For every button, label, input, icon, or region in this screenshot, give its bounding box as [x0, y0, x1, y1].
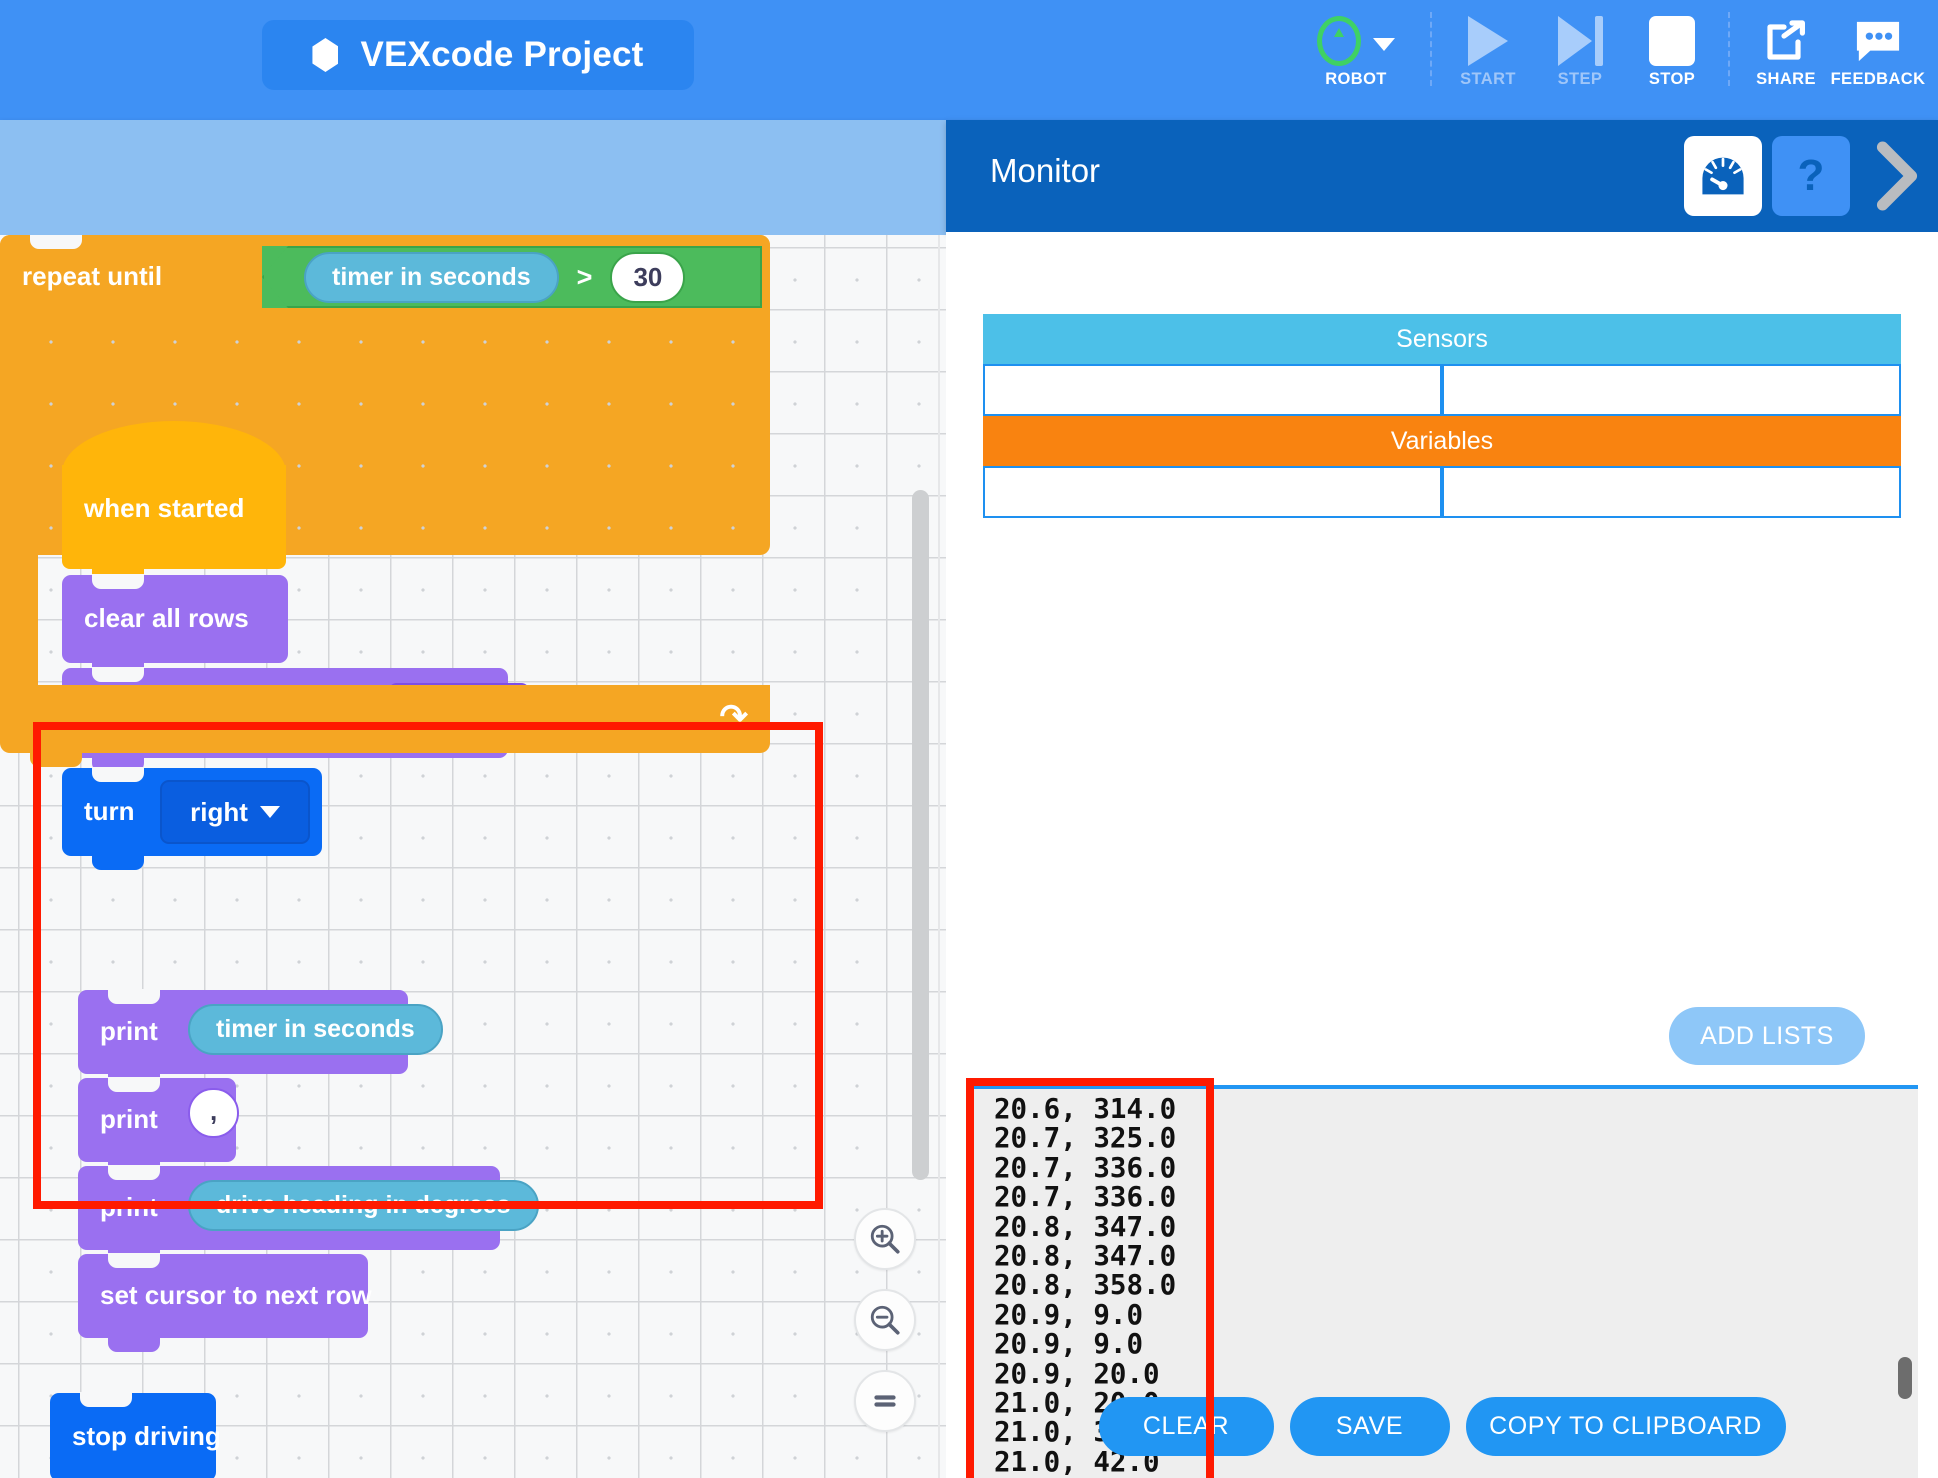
repeat-until-left-arm — [0, 319, 38, 685]
block-print-timer[interactable]: print timer in seconds — [78, 989, 443, 1088]
sensors-variables-table: Sensors Variables — [983, 314, 1901, 518]
step-label: STEP — [1557, 70, 1603, 88]
monitor-body: Sensors Variables ADD LISTS 20.6, 314.0 … — [946, 232, 1938, 1478]
robot-status-icon — [1317, 16, 1361, 66]
variables-header: Variables — [983, 416, 1901, 466]
turn-direction-value: right — [190, 796, 248, 827]
block-stop-driving-label: stop driving — [72, 1421, 221, 1451]
block-print3-label: print — [100, 1192, 158, 1222]
save-button[interactable]: SAVE — [1289, 1397, 1450, 1456]
operator-symbol: > — [576, 261, 593, 292]
zoom-controls — [854, 1208, 916, 1432]
sensors-header: Sensors — [983, 314, 1901, 364]
project-title: VEXcode Project — [360, 35, 644, 74]
toolbar-divider-2 — [1728, 12, 1730, 86]
app-header: VEXcode Project ROBOT START — [0, 0, 1938, 120]
reporter-drive-heading[interactable]: drive heading in degrees — [188, 1180, 539, 1231]
block-print2-label: print — [100, 1104, 158, 1134]
block-palette-strip[interactable] — [0, 120, 946, 235]
robot-label: ROBOT — [1325, 70, 1387, 88]
monitor-collapse-button[interactable] — [1860, 136, 1934, 216]
block-workspace: when started clear all rows set print pr… — [0, 120, 946, 1478]
zoom-reset-button[interactable] — [854, 1370, 916, 1432]
chevron-right-icon — [1876, 141, 1918, 211]
block-turn[interactable]: turn right — [62, 767, 322, 870]
sensors-cell-1[interactable] — [983, 364, 1442, 416]
block-when-started-label: when started — [84, 493, 245, 523]
block-clear-all-rows-label: clear all rows — [84, 603, 249, 633]
variables-cell-1[interactable] — [983, 466, 1442, 518]
monitor-panel: Monitor ? — [946, 120, 1938, 1478]
loop-arrow-icon: ↷ — [719, 698, 749, 736]
block-print-heading[interactable]: print drive heading in degrees — [78, 1165, 539, 1264]
sensors-row — [983, 364, 1901, 416]
chevron-down-icon[interactable] — [1373, 37, 1395, 51]
block-print-comma[interactable]: print , — [78, 1077, 240, 1176]
repeat-until-footer: ↷ — [0, 685, 770, 767]
hexagon-icon — [312, 38, 339, 72]
workspace-scrollbar-thumb[interactable] — [912, 490, 929, 1180]
play-icon — [1468, 16, 1508, 66]
block-turn-label: turn — [84, 796, 135, 826]
comment-dots-icon — [1856, 21, 1900, 62]
zoom-in-icon — [870, 1224, 900, 1254]
copy-to-clipboard-button[interactable]: COPY TO CLIPBOARD — [1465, 1397, 1786, 1456]
block-print1-label: print — [100, 1016, 158, 1046]
feedback-button[interactable]: FEEDBACK — [1830, 6, 1926, 102]
block-repeat-until-label: repeat until — [22, 261, 163, 291]
share-button[interactable]: SHARE — [1740, 6, 1832, 102]
share-label: SHARE — [1756, 70, 1816, 88]
block-when-started[interactable]: when started — [62, 421, 286, 583]
monitor-title: Monitor — [990, 152, 1101, 189]
monitor-gauge-button[interactable] — [1684, 136, 1762, 216]
zoom-in-button[interactable] — [854, 1208, 916, 1270]
console-scrollbar-thumb[interactable] — [1898, 1357, 1912, 1399]
dashboard-gauge-icon — [1702, 157, 1744, 195]
block-set-cursor-next-row[interactable]: set cursor to next row — [78, 1253, 372, 1352]
chevron-down-icon — [259, 806, 280, 818]
monitor-help-button[interactable]: ? — [1772, 136, 1850, 216]
start-label: START — [1460, 70, 1516, 88]
reporter-timer-in-seconds-arg[interactable]: timer in seconds — [188, 1004, 443, 1055]
step-button[interactable]: STEP — [1534, 6, 1626, 102]
block-canvas[interactable]: when started clear all rows set print pr… — [0, 235, 946, 1478]
block-greater-than[interactable]: timer in seconds > 30 — [262, 246, 762, 308]
variables-cell-2[interactable] — [1442, 466, 1901, 518]
monitor-header: Monitor ? — [946, 120, 1938, 232]
sensors-cell-2[interactable] — [1442, 364, 1901, 416]
share-icon — [1767, 20, 1805, 60]
zoom-out-icon — [870, 1305, 900, 1335]
stop-button[interactable]: STOP — [1626, 6, 1718, 102]
variables-row — [983, 466, 1901, 518]
block-clear-all-rows[interactable]: clear all rows — [62, 574, 288, 677]
turn-direction-dropdown[interactable]: right — [160, 780, 310, 844]
print-comma-input[interactable]: , — [188, 1088, 240, 1138]
reporter-timer-in-seconds[interactable]: timer in seconds — [304, 251, 559, 303]
start-button[interactable]: START — [1442, 6, 1534, 102]
zoom-reset-icon — [874, 1395, 896, 1407]
repeat-until-header: repeat until timer in seconds > 30 — [0, 235, 770, 319]
clear-button[interactable]: CLEAR — [1098, 1397, 1274, 1456]
monitor-action-buttons: CLEAR SAVE COPY TO CLIPBOARD — [946, 1397, 1938, 1456]
robot-button[interactable]: ROBOT — [1292, 6, 1420, 102]
zoom-out-button[interactable] — [854, 1289, 916, 1351]
workspace-scrollbar-track — [938, 235, 940, 1478]
stop-square-icon — [1649, 16, 1695, 66]
block-stop-driving[interactable]: stop driving — [50, 1392, 221, 1478]
feedback-label: FEEDBACK — [1830, 70, 1926, 88]
stop-label: STOP — [1648, 70, 1696, 88]
step-forward-icon — [1557, 16, 1603, 66]
question-mark-icon: ? — [1797, 151, 1825, 200]
add-lists-button[interactable]: ADD LISTS — [1669, 1007, 1865, 1065]
block-set-cursor-label: set cursor to next row — [100, 1280, 372, 1310]
toolbar-divider-1 — [1430, 12, 1432, 86]
condition-value-input[interactable]: 30 — [610, 251, 686, 303]
header-toolbar: ROBOT START STEP STOP — [1292, 6, 1926, 106]
project-name-chip[interactable]: VEXcode Project — [262, 20, 694, 90]
